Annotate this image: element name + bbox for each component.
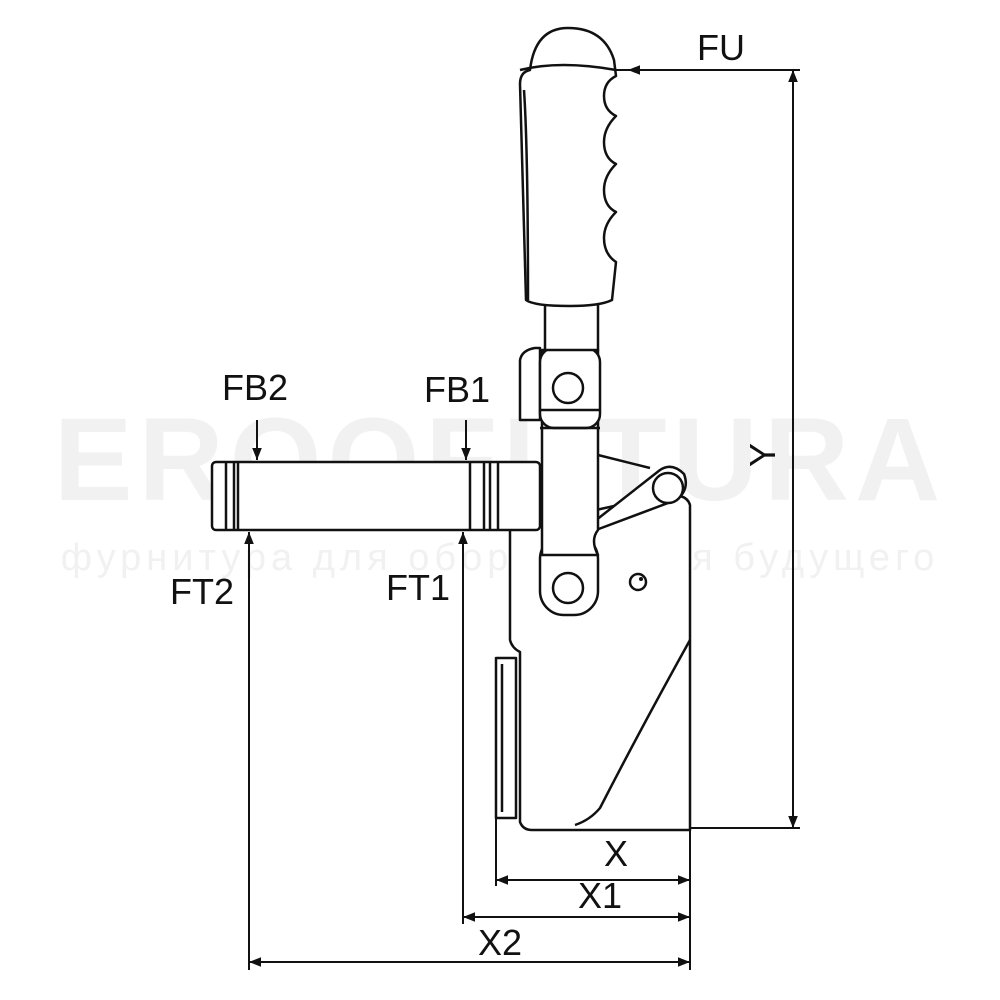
dimension-lines bbox=[248, 69, 800, 970]
upper-pin bbox=[551, 371, 585, 405]
labels: FU FB2 FB1 FT2 FT1 Y X X1 X2 bbox=[170, 27, 783, 963]
label-x: X bbox=[604, 833, 628, 874]
flange-plate bbox=[494, 656, 518, 820]
mounting-hole bbox=[628, 572, 648, 592]
pivot-pin bbox=[651, 471, 685, 505]
lower-pin bbox=[551, 571, 585, 605]
label-fb2: FB2 bbox=[222, 367, 288, 408]
label-ft1: FT1 bbox=[386, 567, 450, 608]
label-fb1: FB1 bbox=[424, 369, 490, 410]
label-y: Y bbox=[742, 443, 783, 467]
spindle-bar bbox=[210, 460, 542, 532]
base-diagonal-edge bbox=[574, 639, 692, 827]
label-fu: FU bbox=[697, 27, 745, 68]
handle-neck bbox=[543, 298, 600, 352]
label-x2: X2 bbox=[478, 922, 522, 963]
clamp-base-body bbox=[508, 492, 692, 832]
label-x1: X1 bbox=[578, 875, 622, 916]
label-ft2: FT2 bbox=[170, 571, 234, 612]
force-arrows bbox=[244, 65, 700, 575]
handle-grip bbox=[518, 26, 618, 308]
clamp-drawing bbox=[210, 26, 692, 832]
